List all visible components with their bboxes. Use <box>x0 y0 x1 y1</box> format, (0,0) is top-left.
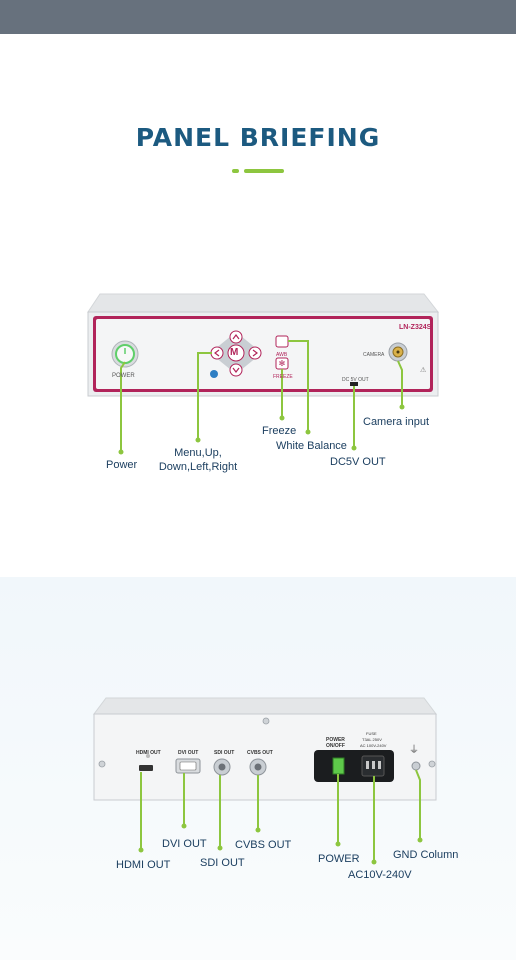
rear-screw-right <box>428 760 436 768</box>
callout-label-gnd-column: GND Column <box>393 849 459 861</box>
awb-label: AWB <box>276 352 288 358</box>
callout-dot-dc5v <box>351 445 357 451</box>
hdmi-port-label: HDMI OUT <box>136 750 161 756</box>
menu-button-label: M <box>230 347 239 358</box>
rear-screw-left <box>98 760 106 768</box>
indicator-light-icon <box>210 370 218 378</box>
menu-button <box>227 344 245 362</box>
title-underline-bar <box>244 169 284 173</box>
callout-label-power: Power <box>106 459 138 471</box>
callout-line-menu <box>197 352 212 440</box>
front-device-lid <box>87 293 440 313</box>
chevron-up-icon <box>232 334 240 340</box>
ac-pin-right <box>378 761 381 769</box>
callout-label-hdmi-out: HDMI OUT <box>116 859 171 871</box>
callout-dot-awb <box>305 429 311 435</box>
awb-button <box>275 335 289 348</box>
callout-label-dvi-out: DVI OUT <box>162 838 207 850</box>
chevron-left-icon <box>214 349 220 357</box>
ground-symbol-icon: ⏚ <box>409 744 419 756</box>
callout-dot-hdmi <box>138 847 144 853</box>
rear-device-lid <box>93 697 437 715</box>
callout-dot-camera <box>399 404 405 410</box>
gnd-post <box>411 761 421 771</box>
model-label: LN-Z324S <box>399 324 432 331</box>
cvbs-port-label: CVBS OUT <box>247 750 273 756</box>
dc-port-label: DC 5V OUT <box>342 377 369 383</box>
camera-port-pin <box>396 350 400 354</box>
callout-label-power: POWER <box>318 853 360 865</box>
hdmi-screw <box>146 754 150 758</box>
fuse-label-line3: AC 100V-240V <box>360 743 387 748</box>
callout-label-dc5v-out: DC5V OUT <box>330 456 386 468</box>
front-inner-panel <box>96 319 430 389</box>
power-button-label: POWER <box>112 373 135 379</box>
ac-pin-center <box>372 761 375 769</box>
power-switch-label-line1: POWER <box>326 737 345 743</box>
ac-pin-left <box>366 761 369 769</box>
callout-dot-freeze <box>279 415 285 421</box>
callout-line-awb <box>288 340 309 432</box>
callout-label-sdi-out: SDI OUT <box>200 857 245 869</box>
callout-dot-power <box>118 449 124 455</box>
top-bar <box>0 0 516 34</box>
chevron-down-icon <box>232 367 240 373</box>
callout-line-camera <box>397 360 403 407</box>
callout-label-freeze: Freeze <box>262 425 297 437</box>
callout-line-power <box>120 361 126 452</box>
chevron-right-icon <box>252 349 258 357</box>
callout-dot-sdi <box>217 845 223 851</box>
warning-icon: ⚠ <box>420 366 426 374</box>
fuse-label-line1: FUSE <box>366 731 377 736</box>
dvi-port-pins <box>179 761 197 771</box>
sdi-port-core <box>218 763 226 771</box>
page-title: PANEL BRIEFING <box>135 123 381 152</box>
left-button <box>210 346 224 360</box>
fuse-label-line2: T3AL 250V <box>362 737 382 742</box>
right-button <box>248 346 262 360</box>
callout-label-menu-line2: Down,Left,Right <box>158 461 238 473</box>
callout-label-menu-line1: Menu,Up, <box>174 447 222 459</box>
down-button <box>229 363 243 377</box>
cvbs-port-core <box>254 763 262 771</box>
camera-port-label: CAMERA <box>363 352 385 358</box>
freeze-button-label: FREEZE <box>273 374 293 380</box>
callout-dot-menu <box>195 437 201 443</box>
callout-line-gnd <box>415 769 421 840</box>
up-button <box>229 330 243 344</box>
rear-screw-top <box>262 717 270 725</box>
dc5v-port <box>350 382 358 386</box>
callout-dot-cvbs <box>255 827 261 833</box>
title-underline-dot <box>232 169 239 173</box>
callout-dot-ac <box>371 859 377 865</box>
snowflake-icon: ✻ <box>279 359 286 368</box>
dvi-port-label: DVI OUT <box>178 750 199 756</box>
callout-dot-gnd <box>417 837 423 843</box>
callout-label-camera-input: Camera input <box>363 416 430 428</box>
callout-dot-power-switch <box>335 841 341 847</box>
power-switch <box>332 757 345 775</box>
callout-label-cvbs-out: CVBS OUT <box>235 839 292 851</box>
callout-label-ac: AC10V-240V <box>348 869 412 881</box>
hdmi-port <box>139 765 153 771</box>
callout-label-white-balance: White Balance <box>276 440 347 452</box>
callout-dot-dvi <box>181 823 187 829</box>
sdi-port-label: SDI OUT <box>214 750 235 756</box>
power-switch-label-line2: ON/OFF <box>326 743 345 749</box>
